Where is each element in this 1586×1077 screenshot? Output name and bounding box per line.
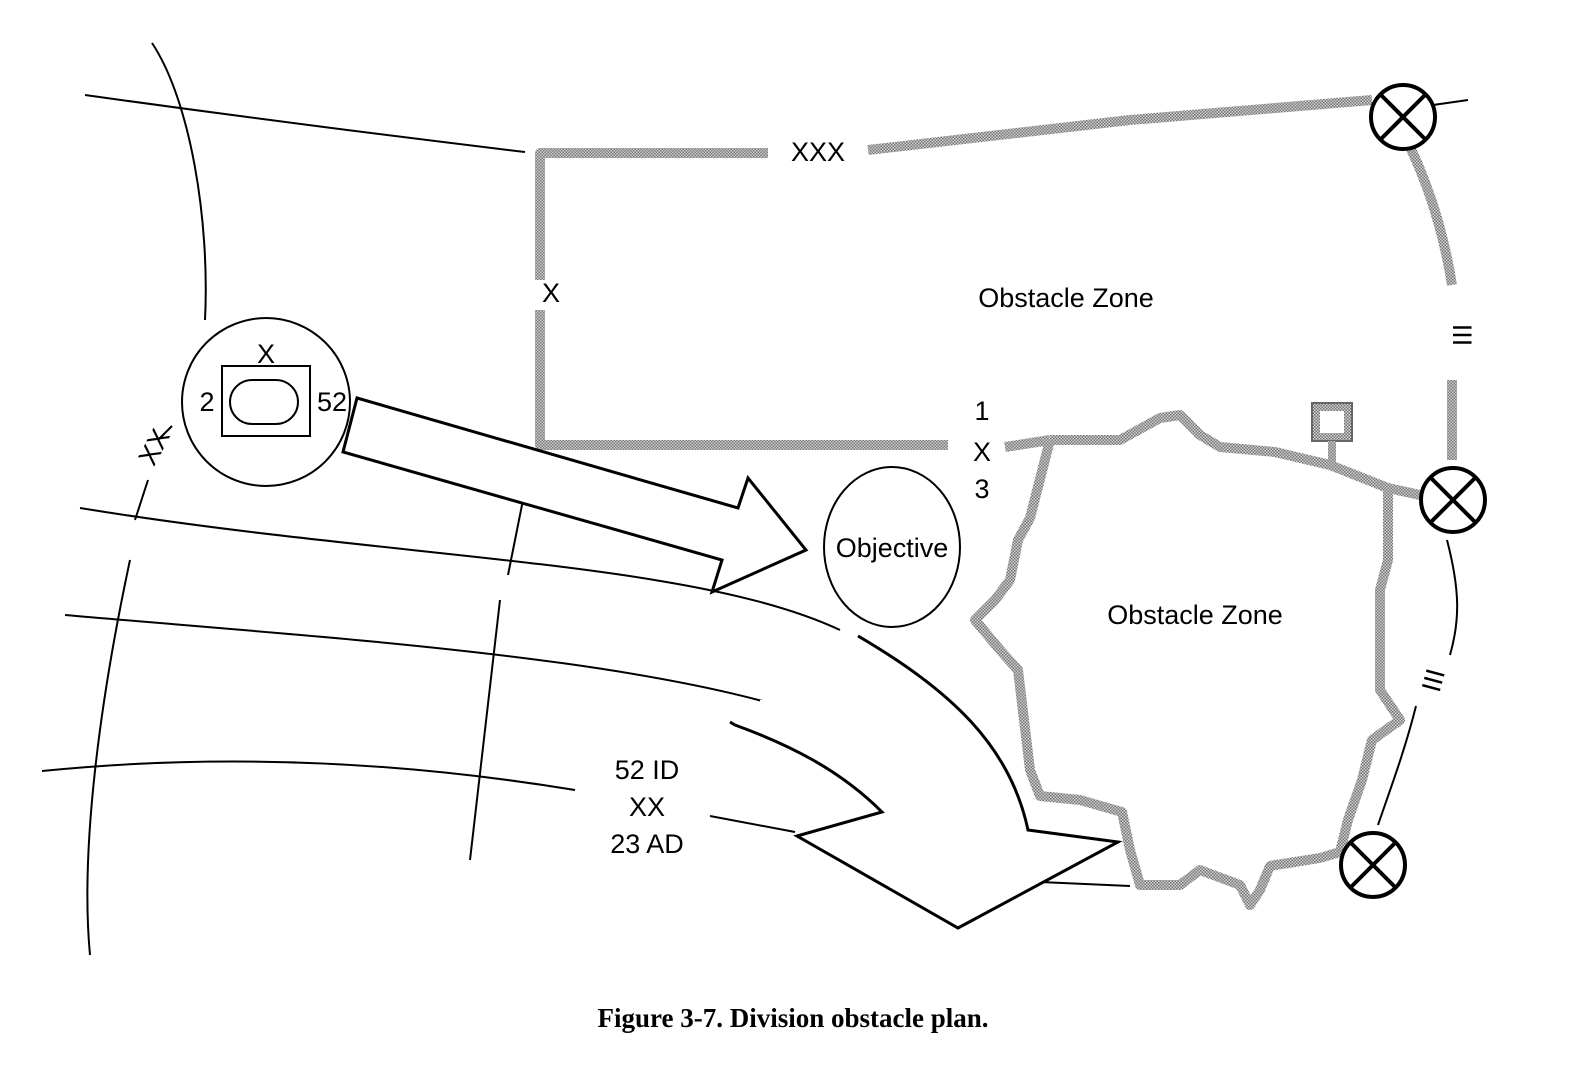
division-top-label: 52 ID	[615, 755, 680, 785]
obstacle-zone-north-label: Obstacle Zone	[978, 283, 1154, 313]
target-connector	[1386, 483, 1422, 500]
brigade-boundary-label: X	[542, 278, 560, 308]
phase-line-bottom-right	[709, 815, 796, 833]
objective-label: Objective	[836, 533, 949, 563]
attack-arrow-main	[729, 634, 1123, 930]
boundary-1x3	[1004, 435, 1051, 452]
phase-line-middle	[79, 507, 841, 631]
armor-unit-icon	[221, 365, 311, 437]
corps-boundary-top	[535, 148, 768, 280]
division-echelon-label: XX	[629, 792, 665, 822]
northern-zone-right	[1405, 144, 1457, 286]
right-boundary-connector-a	[1446, 539, 1459, 656]
division-boundary-label: XX	[133, 424, 176, 470]
circle-x-icon	[1419, 466, 1487, 534]
boundary-arc-bottom	[86, 559, 131, 956]
unit-echelon: X	[257, 339, 275, 369]
brigade-boundary-left	[535, 310, 948, 450]
arrow-cover	[760, 700, 820, 730]
flag-square-icon	[1311, 402, 1353, 469]
obstacle-boundaries	[535, 95, 1457, 910]
armor-oval	[229, 379, 299, 425]
brigade-unit-symbol: X 2 52	[181, 317, 351, 487]
unit-line-objective	[1039, 881, 1131, 887]
boundary-arc-upper	[151, 42, 207, 321]
southern-zone-outline	[970, 410, 1405, 910]
circle-x-icon	[1339, 831, 1407, 899]
obstacle-zone-south-label: Obstacle Zone	[1107, 600, 1283, 630]
restriction-lower-label: III	[1416, 666, 1451, 696]
corps-boundary-top-right	[867, 95, 1373, 155]
phase-line-bottom-left	[41, 760, 576, 791]
unit-left-number: 2	[199, 387, 214, 417]
unit-right-number: 52	[317, 387, 347, 417]
objective-ellipse	[823, 466, 961, 628]
brigade-number-top: 1	[974, 396, 989, 426]
boundary-arc-middle	[157, 425, 173, 441]
right-boundary-connector-b	[1377, 705, 1417, 826]
division-bottom-label: 23 AD	[610, 829, 684, 859]
restriction-upper-label: III	[1447, 324, 1477, 347]
phase-line-top	[84, 94, 526, 153]
figure-caption: Figure 3-7. Division obstacle plan.	[597, 1003, 989, 1033]
circle-x-icon	[1369, 83, 1437, 151]
brigade-number-bottom: 3	[974, 474, 989, 504]
attack-arrow-upper	[341, 396, 809, 595]
grid-line-vertical-lower	[469, 599, 501, 861]
corps-boundary-label: XXX	[791, 137, 845, 167]
boundary-arc-lower	[134, 479, 149, 521]
brigade-echelon: X	[973, 437, 991, 467]
right-boundary-top	[1432, 99, 1469, 106]
